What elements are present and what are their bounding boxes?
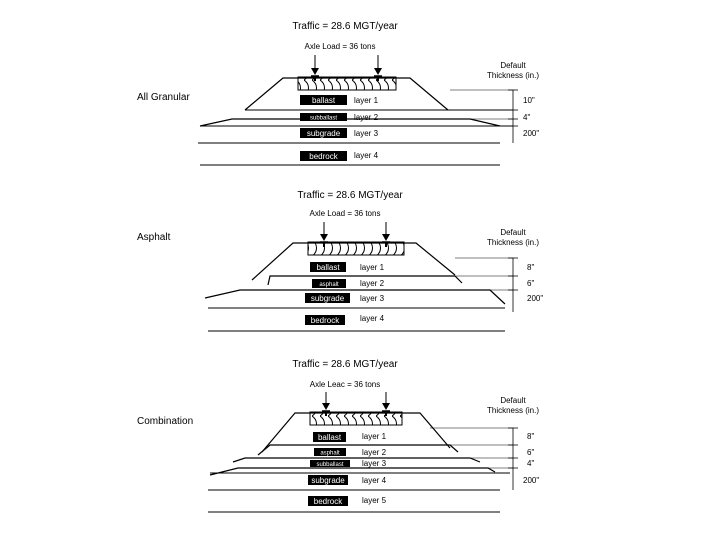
material-tag <box>300 128 347 138</box>
thickness-label: Thickness (in.) <box>487 238 539 247</box>
material-label: bedrock <box>309 152 338 161</box>
material-tag <box>305 315 345 325</box>
panel-all-granular: Traffic = 28.6 MGT/year Axle Load = 36 t… <box>137 21 539 166</box>
axle-load-label: Axle Load = 36 tons <box>305 42 376 51</box>
layer-label: layer 4 <box>360 314 385 323</box>
material-label: subgrade <box>311 294 345 303</box>
layer-label: layer 2 <box>362 448 387 457</box>
material-tag <box>314 448 346 456</box>
asphalt-layer-profile <box>232 457 481 463</box>
tie-hatch <box>309 411 403 426</box>
load-arrow-icon <box>374 55 382 81</box>
material-label: bedrock <box>311 316 340 325</box>
default-label: Default <box>500 61 526 70</box>
material-label: subgrade <box>307 129 341 138</box>
layer-label: layer 2 <box>360 279 385 288</box>
subballast-profile <box>209 467 496 476</box>
layer-label: layer 1 <box>360 263 385 272</box>
ballast-profile <box>244 77 449 111</box>
material-tag <box>305 293 350 303</box>
material-label: asphalt <box>319 282 339 288</box>
traffic-label: Traffic = 28.6 MGT/year <box>292 359 398 370</box>
tie-hatch <box>307 241 405 256</box>
layer-label: layer 4 <box>362 476 387 485</box>
ballast-profile <box>251 242 456 281</box>
material-label: ballast <box>312 96 336 105</box>
layer-label: layer 3 <box>360 294 385 303</box>
material-tag <box>300 151 347 161</box>
material-tag <box>313 432 346 442</box>
thickness-value: 8" <box>527 432 534 441</box>
material-label: subballast <box>310 116 337 122</box>
thickness-label: Thickness (in.) <box>487 71 539 80</box>
material-tag <box>300 95 347 105</box>
default-label: Default <box>500 396 526 405</box>
material-label: asphalt <box>320 451 340 457</box>
material-tag <box>310 460 350 467</box>
axle-load-label: Axle Load = 36 tons <box>310 209 381 218</box>
material-label: ballast <box>318 433 342 442</box>
layer-label: layer 2 <box>354 113 379 122</box>
layer-label: layer 5 <box>362 496 387 505</box>
thickness-value: 10" <box>523 96 535 105</box>
panel-asphalt: Traffic = 28.6 MGT/year Axle Load = 36 t… <box>137 190 543 332</box>
thickness-value: 200" <box>527 294 543 303</box>
material-label: ballast <box>316 263 340 272</box>
material-label: subgrade <box>311 476 345 485</box>
dimension-bar <box>508 89 518 143</box>
material-tag <box>312 279 346 288</box>
thickness-label: Thickness (in.) <box>487 406 539 415</box>
layer-label: layer 3 <box>354 129 379 138</box>
tie-hatch <box>297 76 397 91</box>
default-label: Default <box>500 228 526 237</box>
material-tag <box>308 475 348 485</box>
layer-label: layer 3 <box>362 459 387 468</box>
material-tag <box>300 113 347 121</box>
material-label: bedrock <box>314 497 343 506</box>
axle-load-label: Axle Leac = 36 tons <box>310 380 381 389</box>
section-label: Combination <box>137 416 193 427</box>
material-label: subballast <box>316 462 343 468</box>
subballast-profile <box>199 118 501 127</box>
material-tag <box>310 262 346 272</box>
panel-combination: Traffic = 28.6 MGT/year Axle Leac = 36 t… <box>137 359 539 513</box>
thickness-value: 200" <box>523 129 539 138</box>
section-label: Asphalt <box>137 232 171 243</box>
traffic-label: Traffic = 28.6 MGT/year <box>297 190 403 201</box>
section-label: All Granular <box>137 92 190 103</box>
layer-label: layer 4 <box>354 151 379 160</box>
layer-label: layer 1 <box>354 96 379 105</box>
asphalt-profile <box>267 275 463 286</box>
thickness-value: 4" <box>523 113 530 122</box>
dimension-bar <box>508 427 518 490</box>
asphalt-profile <box>257 444 459 456</box>
thickness-value: 6" <box>527 448 534 457</box>
traffic-label: Traffic = 28.6 MGT/year <box>292 21 398 32</box>
ballast-profile <box>261 412 451 453</box>
load-arrow-icon <box>311 55 319 81</box>
material-tag <box>308 496 348 506</box>
thickness-value: 200" <box>523 476 539 485</box>
subgrade-profile <box>204 289 506 305</box>
dimension-bar <box>508 257 518 312</box>
thickness-value: 4" <box>527 459 534 468</box>
thickness-value: 6" <box>527 279 534 288</box>
layer-label: layer 1 <box>362 432 387 441</box>
thickness-value: 8" <box>527 263 534 272</box>
